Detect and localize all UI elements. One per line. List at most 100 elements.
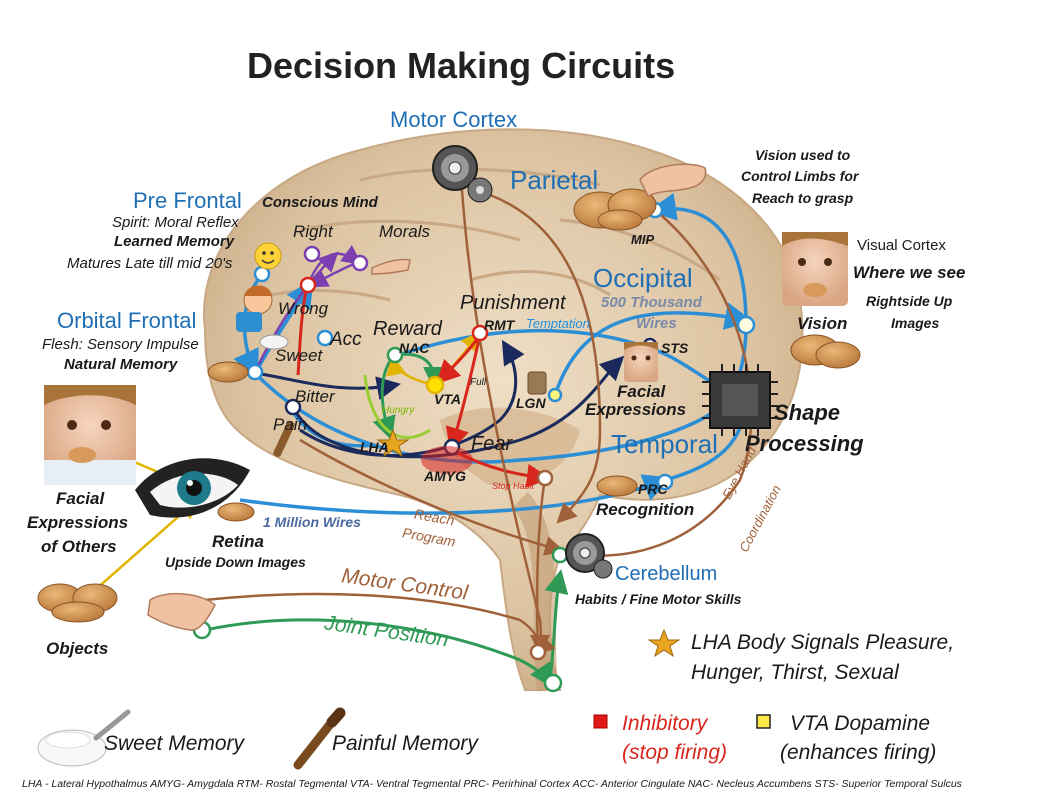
label-mip: MIP xyxy=(631,232,655,247)
prc-node xyxy=(656,473,674,491)
label-reward: Reward xyxy=(373,318,442,340)
label-punishment: Punishment xyxy=(460,292,566,314)
vision-node xyxy=(736,315,756,335)
sweet-hand-icon xyxy=(259,334,289,350)
label-vision-limbs-2: Control Limbs for xyxy=(741,168,859,184)
rmt-node xyxy=(471,324,489,342)
legend-painful-memory: Painful Memory xyxy=(332,732,478,755)
legend-inhibitory-1: Inhibitory xyxy=(622,712,708,735)
orbital-sub1: Flesh: Sensory Impulse xyxy=(42,336,199,353)
pre-frontal-sub2: Learned Memory xyxy=(114,233,235,250)
label-million-wires: 1 Million Wires xyxy=(263,514,361,530)
label-facial-others-1: Facial xyxy=(56,489,105,508)
label-prc: PRC xyxy=(638,481,668,497)
label-vision-limbs-1: Vision used to xyxy=(755,147,851,163)
label-visual-cortex: Visual Cortex xyxy=(857,237,946,254)
spinal-node-2 xyxy=(543,673,563,693)
label-retina: Retina xyxy=(212,532,264,551)
lgn-node xyxy=(547,387,563,403)
label-shape: Shape xyxy=(774,400,841,425)
nac-node xyxy=(386,346,404,364)
cerebellum-node xyxy=(551,546,569,564)
eye-icon xyxy=(135,458,250,518)
navy-wires xyxy=(254,339,625,459)
right-node xyxy=(303,245,321,263)
label-objects: Objects xyxy=(46,639,109,658)
label-facial-others-2: Expressions xyxy=(27,513,129,532)
sts-face-icon xyxy=(624,342,658,382)
legend-lha-1: LHA Body Signals Pleasure, xyxy=(691,631,955,654)
label-sweet: Sweet xyxy=(275,346,323,365)
orbital-node xyxy=(246,363,264,381)
lha-star-icon xyxy=(376,428,410,458)
label-amyg: AMYG xyxy=(424,468,466,484)
spinal-node-1 xyxy=(529,643,547,661)
region-pre-frontal: Pre Frontal xyxy=(133,188,242,213)
label-vta: VTA xyxy=(434,391,461,407)
page-title: Decision Making Circuits xyxy=(247,45,676,86)
label-where-we-see: Where we see xyxy=(853,263,966,282)
label-vision: Vision xyxy=(797,314,848,333)
motor-cortex-gear-icon xyxy=(432,145,493,203)
bitter-node xyxy=(284,398,302,416)
footer-abbreviations: LHA - Lateral Hypothalmus AMYG- Amygdala… xyxy=(22,778,962,790)
legend-star-icon xyxy=(647,628,681,658)
region-occipital: Occipital xyxy=(593,263,693,293)
label-processing: Processing xyxy=(745,431,864,456)
region-cerebellum: Cerebellum xyxy=(615,563,718,585)
morals-node xyxy=(351,254,369,272)
region-orbital-frontal: Orbital Frontal xyxy=(57,308,197,333)
label-rightside-2: Images xyxy=(891,315,940,331)
amyg-out-node xyxy=(536,469,554,487)
lgn-icon xyxy=(527,371,547,395)
hand-icon xyxy=(147,163,707,631)
label-wires: Wires xyxy=(636,315,677,332)
cerebellum-gear-icon xyxy=(565,533,613,579)
region-motor-cortex: Motor Cortex xyxy=(390,107,518,132)
cookie-icon xyxy=(37,188,861,623)
label-right: Right xyxy=(293,222,333,241)
visual-cortex-face-icon xyxy=(782,232,848,306)
dopamine-legend-icon xyxy=(756,714,771,729)
label-hungry: Hungry xyxy=(382,405,415,416)
label-sts: STS xyxy=(661,340,689,356)
brown-wires xyxy=(204,189,753,656)
label-full: Full xyxy=(470,377,487,388)
label-stop-habit: Stop Habit xyxy=(492,481,535,491)
region-parietal: Parietal xyxy=(510,165,599,195)
label-lgn: LGN xyxy=(516,395,546,411)
label-facial-1: Facial xyxy=(617,382,666,401)
label-rightside-1: Rightside Up xyxy=(866,293,953,309)
label-nac: NAC xyxy=(399,340,430,356)
vta-node xyxy=(425,375,445,395)
pre-frontal-sub1: Spirit: Moral Reflex xyxy=(112,214,239,231)
region-temporal: Temporal xyxy=(611,429,718,459)
child-face-icon xyxy=(44,385,136,485)
label-temptation: Temptation xyxy=(526,316,590,331)
thumbs-up-emoji-icon xyxy=(254,242,282,270)
label-facial-others-3: of Others xyxy=(41,537,117,556)
label-facial-2: Expressions xyxy=(585,400,687,419)
legend-sweet-memory: Sweet Memory xyxy=(104,732,245,755)
label-acc: Acc xyxy=(330,329,362,350)
chip-icon xyxy=(702,364,778,436)
label-wrong: Wrong xyxy=(278,299,329,318)
label-lha: LHA xyxy=(360,439,389,455)
label-upside-down: Upside Down Images xyxy=(165,554,306,570)
legend-lha-2: Hunger, Thirst, Sexual xyxy=(691,661,899,684)
wooden-stick-icon xyxy=(293,707,346,770)
spoon-icon xyxy=(37,709,131,767)
orbital-sub2: Natural Memory xyxy=(64,356,178,373)
acc-node xyxy=(316,329,334,347)
label-conscious-mind: Conscious Mind xyxy=(262,194,378,211)
legend-vta-2: (enhances firing) xyxy=(780,741,937,764)
label-bitter: Bitter xyxy=(295,387,335,406)
amyg-blob-icon xyxy=(421,446,473,474)
label-500-thousand: 500 Thousand xyxy=(601,294,702,311)
child-cartoon-icon xyxy=(236,285,273,332)
wrong-node xyxy=(299,276,317,294)
legend-vta-1: VTA Dopamine xyxy=(790,712,931,735)
label-fear: Fear xyxy=(471,433,513,455)
